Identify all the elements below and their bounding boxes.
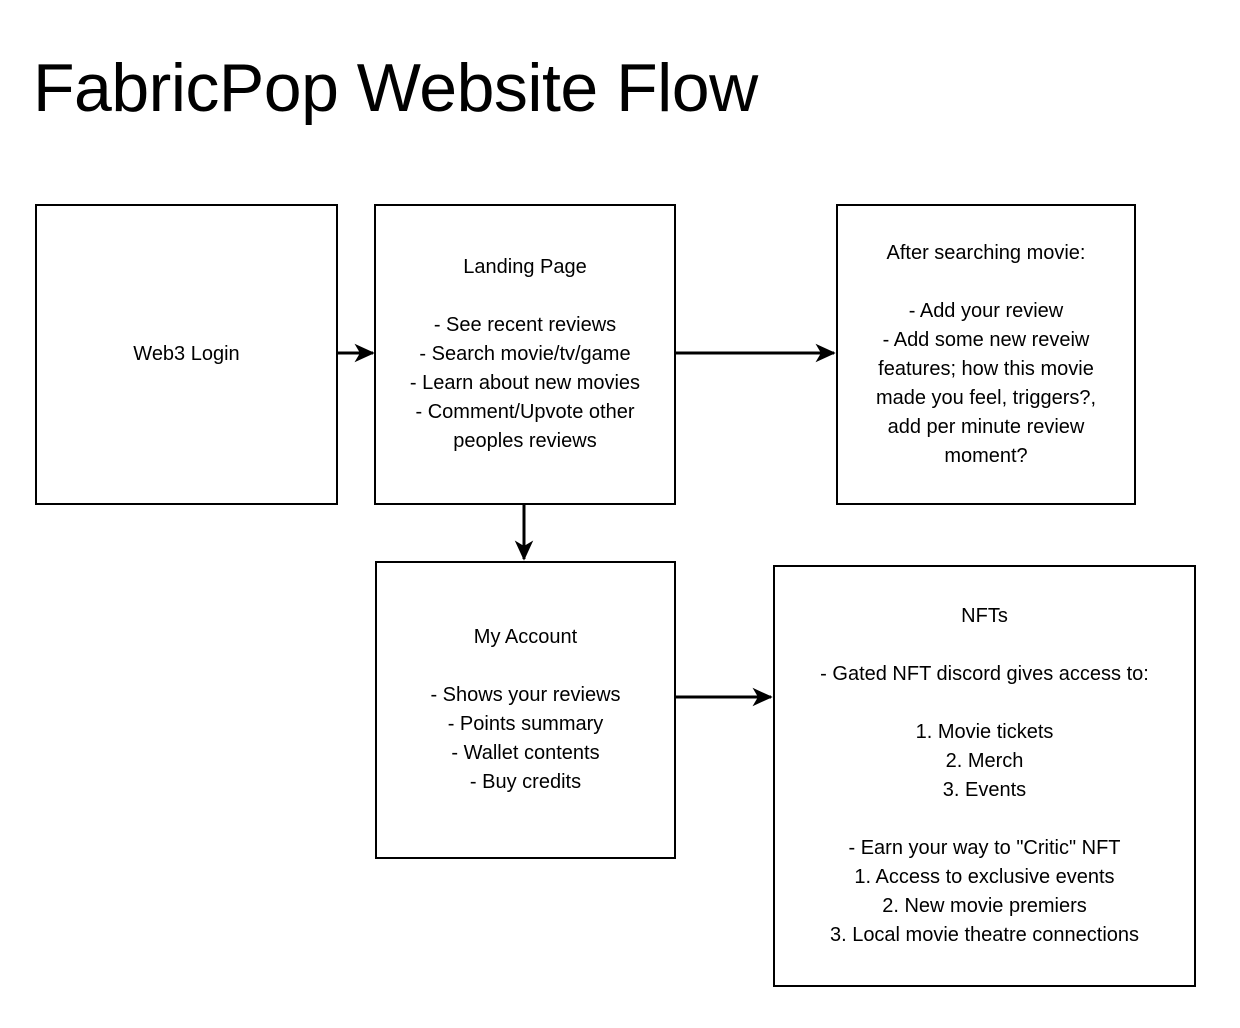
node-body: - Gated NFT discord gives access to: 1. …: [820, 660, 1149, 950]
node-line: moment?: [944, 444, 1028, 467]
node-line: add per minute review: [887, 415, 1085, 438]
node-body: - Shows your reviews - Points summary - …: [430, 681, 620, 797]
node-body: - Add your review - Add some new reveiw …: [876, 297, 1096, 471]
node-line: - Shows your reviews: [430, 684, 621, 706]
node-line: - Add your review: [908, 299, 1064, 322]
node-title: Web3 Login: [133, 343, 240, 365]
node-line: - Buy credits: [469, 771, 582, 793]
node-line: - Points summary: [447, 713, 604, 735]
node-line: 1. Access to exclusive events: [854, 866, 1115, 888]
node-line: - See recent reviews: [433, 314, 617, 336]
node-line: - Wallet contents: [451, 742, 600, 764]
node-line: peoples reviews: [453, 430, 597, 452]
node-my-account[interactable]: My Account - Shows your reviews - Points…: [375, 561, 676, 859]
node-line-spacer: [820, 805, 1149, 834]
node-line: made you feel, triggers?,: [875, 386, 1097, 409]
node-line: - Learn about new movies: [409, 372, 641, 394]
node-line: - Search movie/tv/game: [419, 343, 631, 365]
page-title: FabricPop Website Flow: [33, 50, 758, 126]
node-title: My Account: [473, 626, 578, 648]
node-body: - See recent reviews - Search movie/tv/g…: [410, 311, 640, 456]
node-line: - Add some new reveiw: [882, 328, 1090, 351]
node-nfts[interactable]: NFTs - Gated NFT discord gives access to…: [773, 565, 1196, 987]
node-title: After searching movie:: [886, 241, 1086, 264]
node-line-spacer: [820, 689, 1149, 718]
node-line: 3. Local movie theatre connections: [829, 924, 1140, 946]
node-title: NFTs: [961, 605, 1008, 627]
node-landing-page[interactable]: Landing Page - See recent reviews - Sear…: [374, 204, 676, 505]
node-line: - Comment/Upvote other: [415, 401, 635, 423]
node-line: features; how this movie: [878, 357, 1094, 380]
node-line: 2. Merch: [945, 750, 1024, 772]
node-line: - Earn your way to "Critic" NFT: [848, 837, 1121, 859]
node-title: Landing Page: [463, 256, 587, 278]
node-after-search[interactable]: After searching movie: - Add your review…: [836, 204, 1136, 505]
node-line: 2. New movie premiers: [882, 895, 1087, 917]
node-line: - Gated NFT discord gives access to:: [820, 663, 1149, 685]
node-web3-login[interactable]: Web3 Login: [35, 204, 338, 505]
node-line: 3. Events: [942, 779, 1027, 801]
node-line: 1. Movie tickets: [915, 721, 1054, 743]
